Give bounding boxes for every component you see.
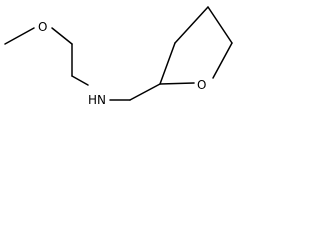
bond-ch2-ring-carbon [129, 83, 161, 101]
bond-oxygen-ch2 [51, 27, 73, 45]
structure-diagram: O HN O [4, 6, 233, 107]
amine-nitrogen-label: HN [88, 93, 106, 107]
methoxy-oxygen-label: O [38, 20, 47, 34]
bond-ring-c4-c5 [207, 6, 233, 44]
atom-labels: O HN O [38, 20, 206, 107]
bond-ring-oxygen-c2 [159, 82, 195, 85]
bond-ring-c3-c4 [174, 6, 209, 44]
bonds [4, 6, 233, 101]
bond-ring-c5-oxygen [212, 42, 233, 79]
ring-oxygen-label: O [197, 78, 206, 92]
bond-ring-c2-c3 [159, 42, 176, 85]
bond-methyl-oxygen [4, 27, 35, 45]
bond-ch2-nitrogen [71, 75, 89, 86]
